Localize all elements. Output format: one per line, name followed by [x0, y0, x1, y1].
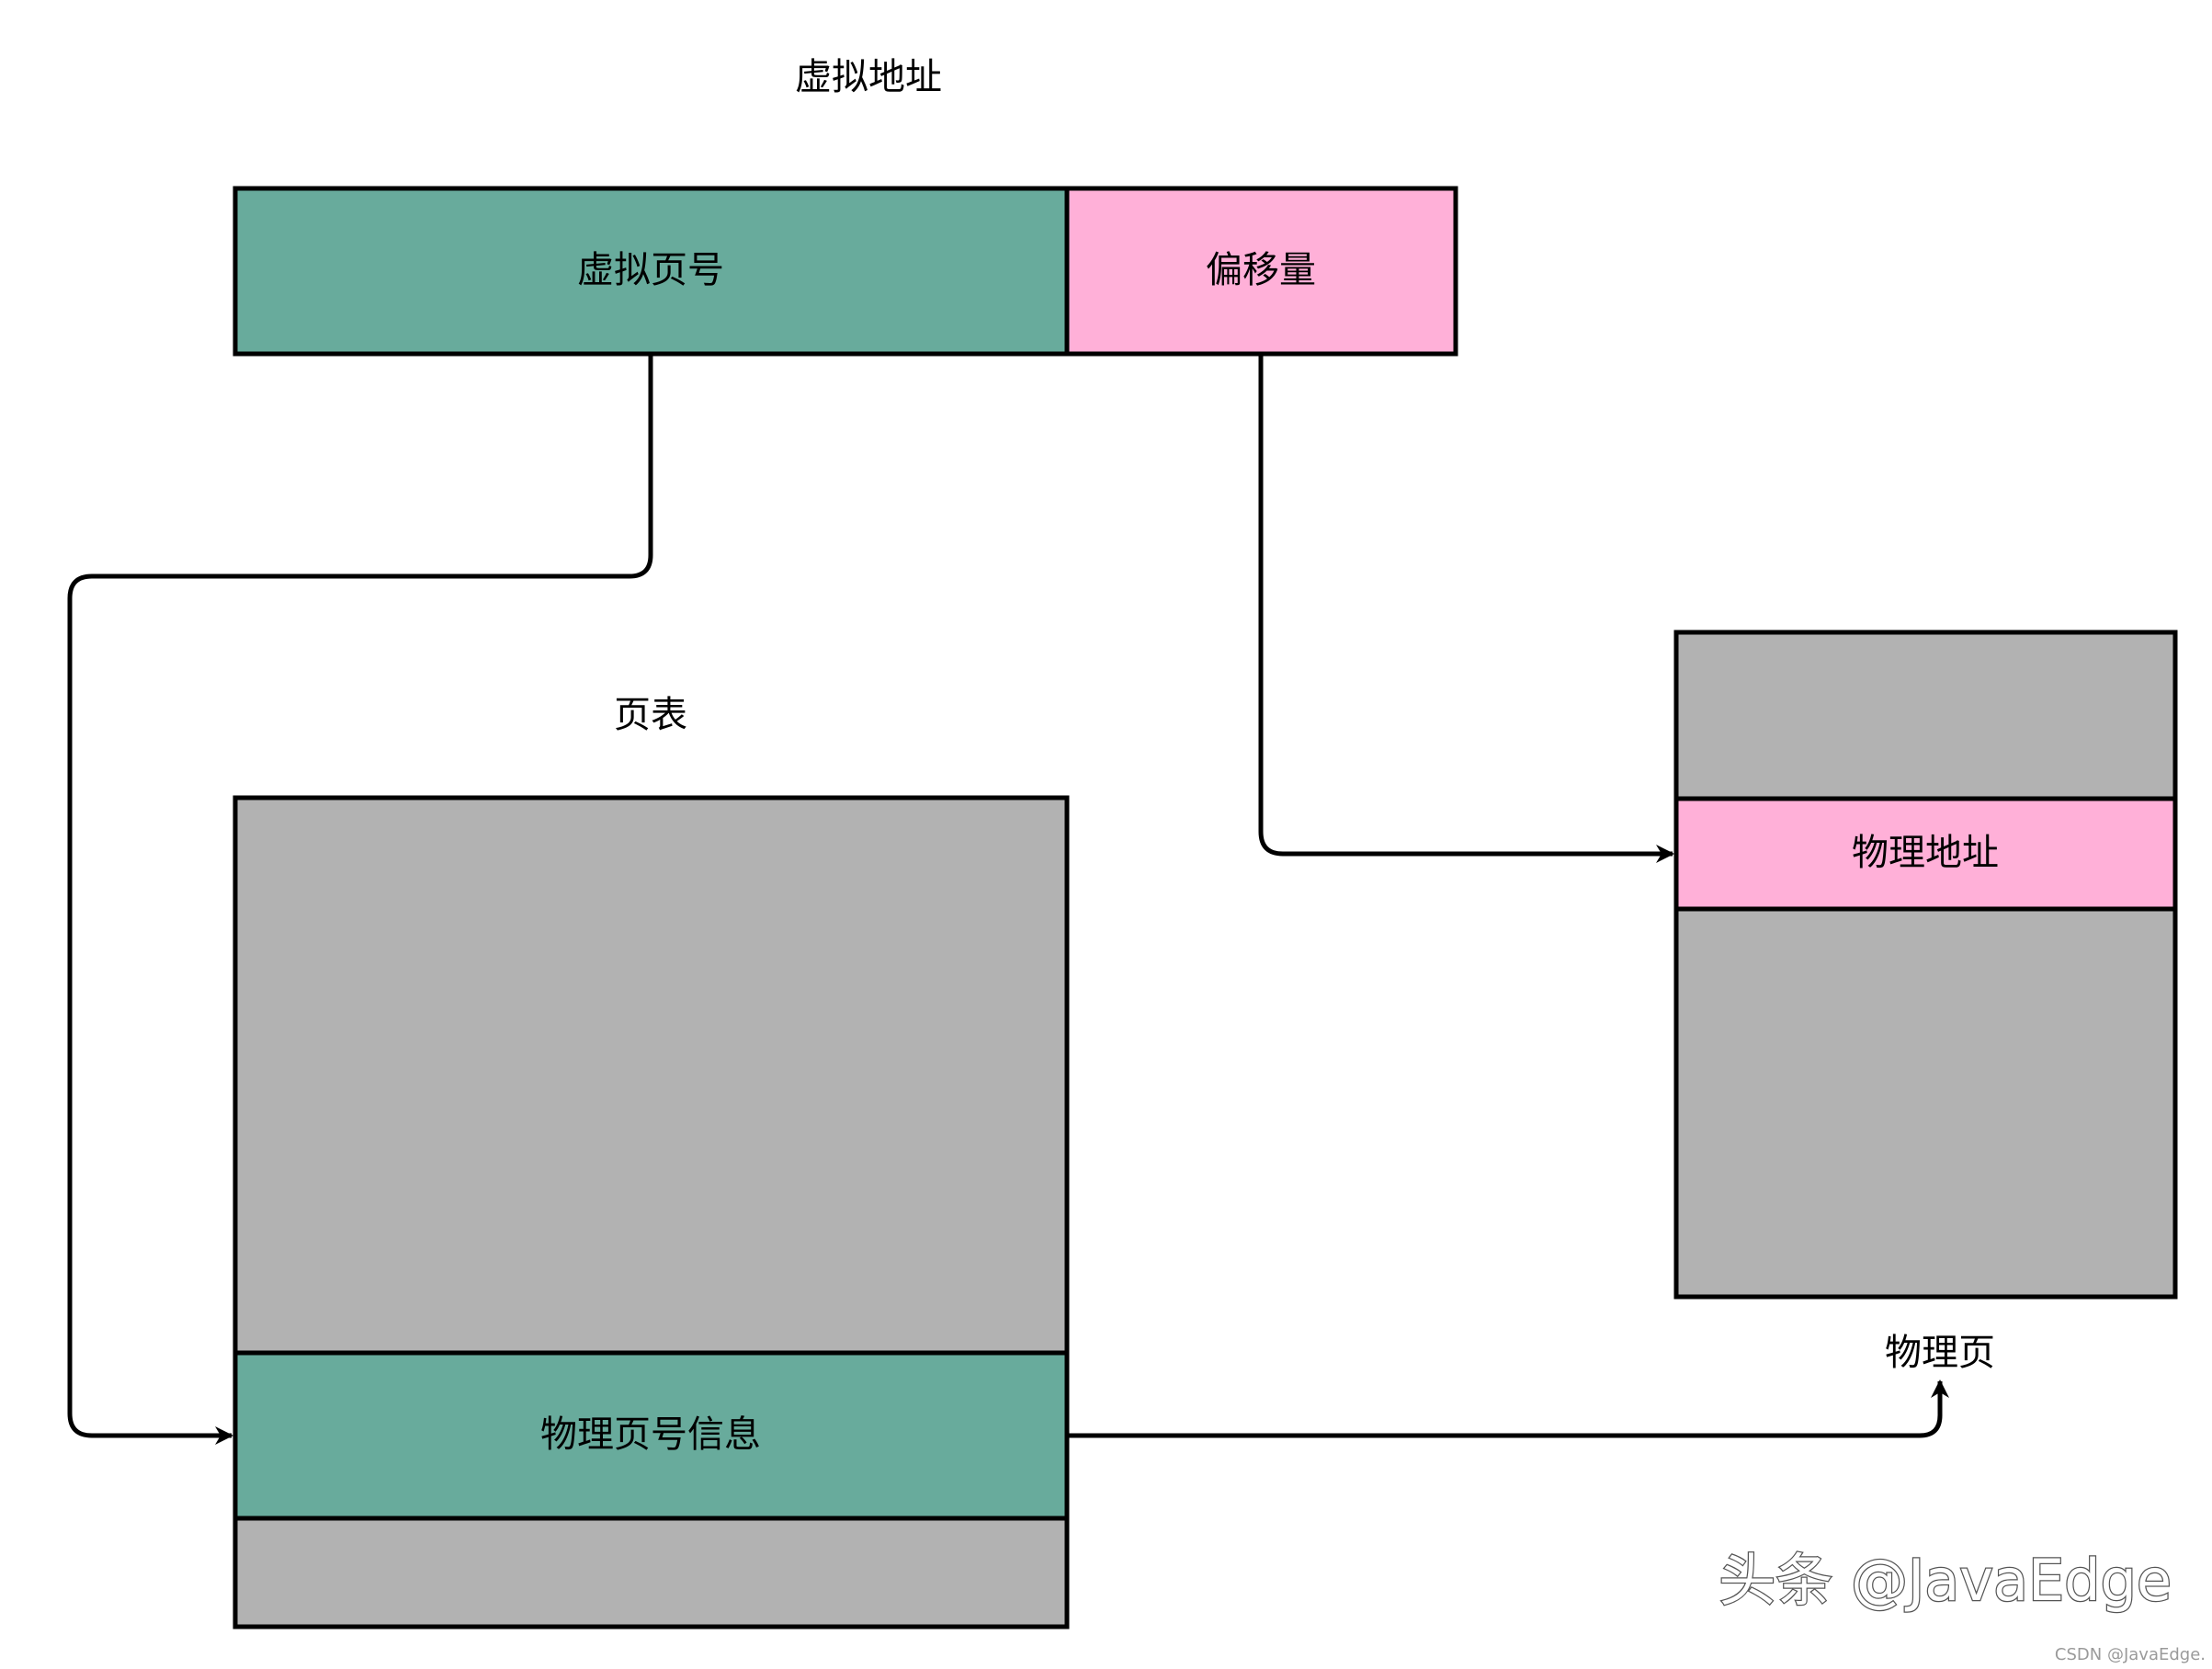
- physical-page-box: [1673, 630, 2178, 1300]
- page-table-title: 页表: [614, 694, 687, 736]
- virtual-page-number-box: [233, 186, 1070, 357]
- offset-label: 偏移量: [1206, 249, 1316, 291]
- physical-address-label: 物理地址: [1852, 832, 1999, 874]
- physical-page-title: 物理页: [1885, 1332, 1995, 1374]
- offset-box: [1064, 186, 1458, 357]
- watermark-toutiao: 头条 @JavaEdge: [1719, 1547, 2172, 1614]
- table-entry-to-physical-page-arrow: [1067, 1379, 1949, 1438]
- physical-address-box: [1673, 796, 2178, 912]
- page-table-entry-label: 物理页号信息: [540, 1414, 761, 1456]
- offset-to-physical-address-arrow: [1258, 355, 1674, 863]
- page-number-to-table-arrow: [67, 355, 653, 1445]
- virtual-page-number-label: 虚拟页号: [577, 249, 724, 291]
- watermark-csdn: CSDN @JavaEdge.: [2055, 1645, 2206, 1664]
- virtual-address-title: 虚拟地址: [795, 56, 942, 98]
